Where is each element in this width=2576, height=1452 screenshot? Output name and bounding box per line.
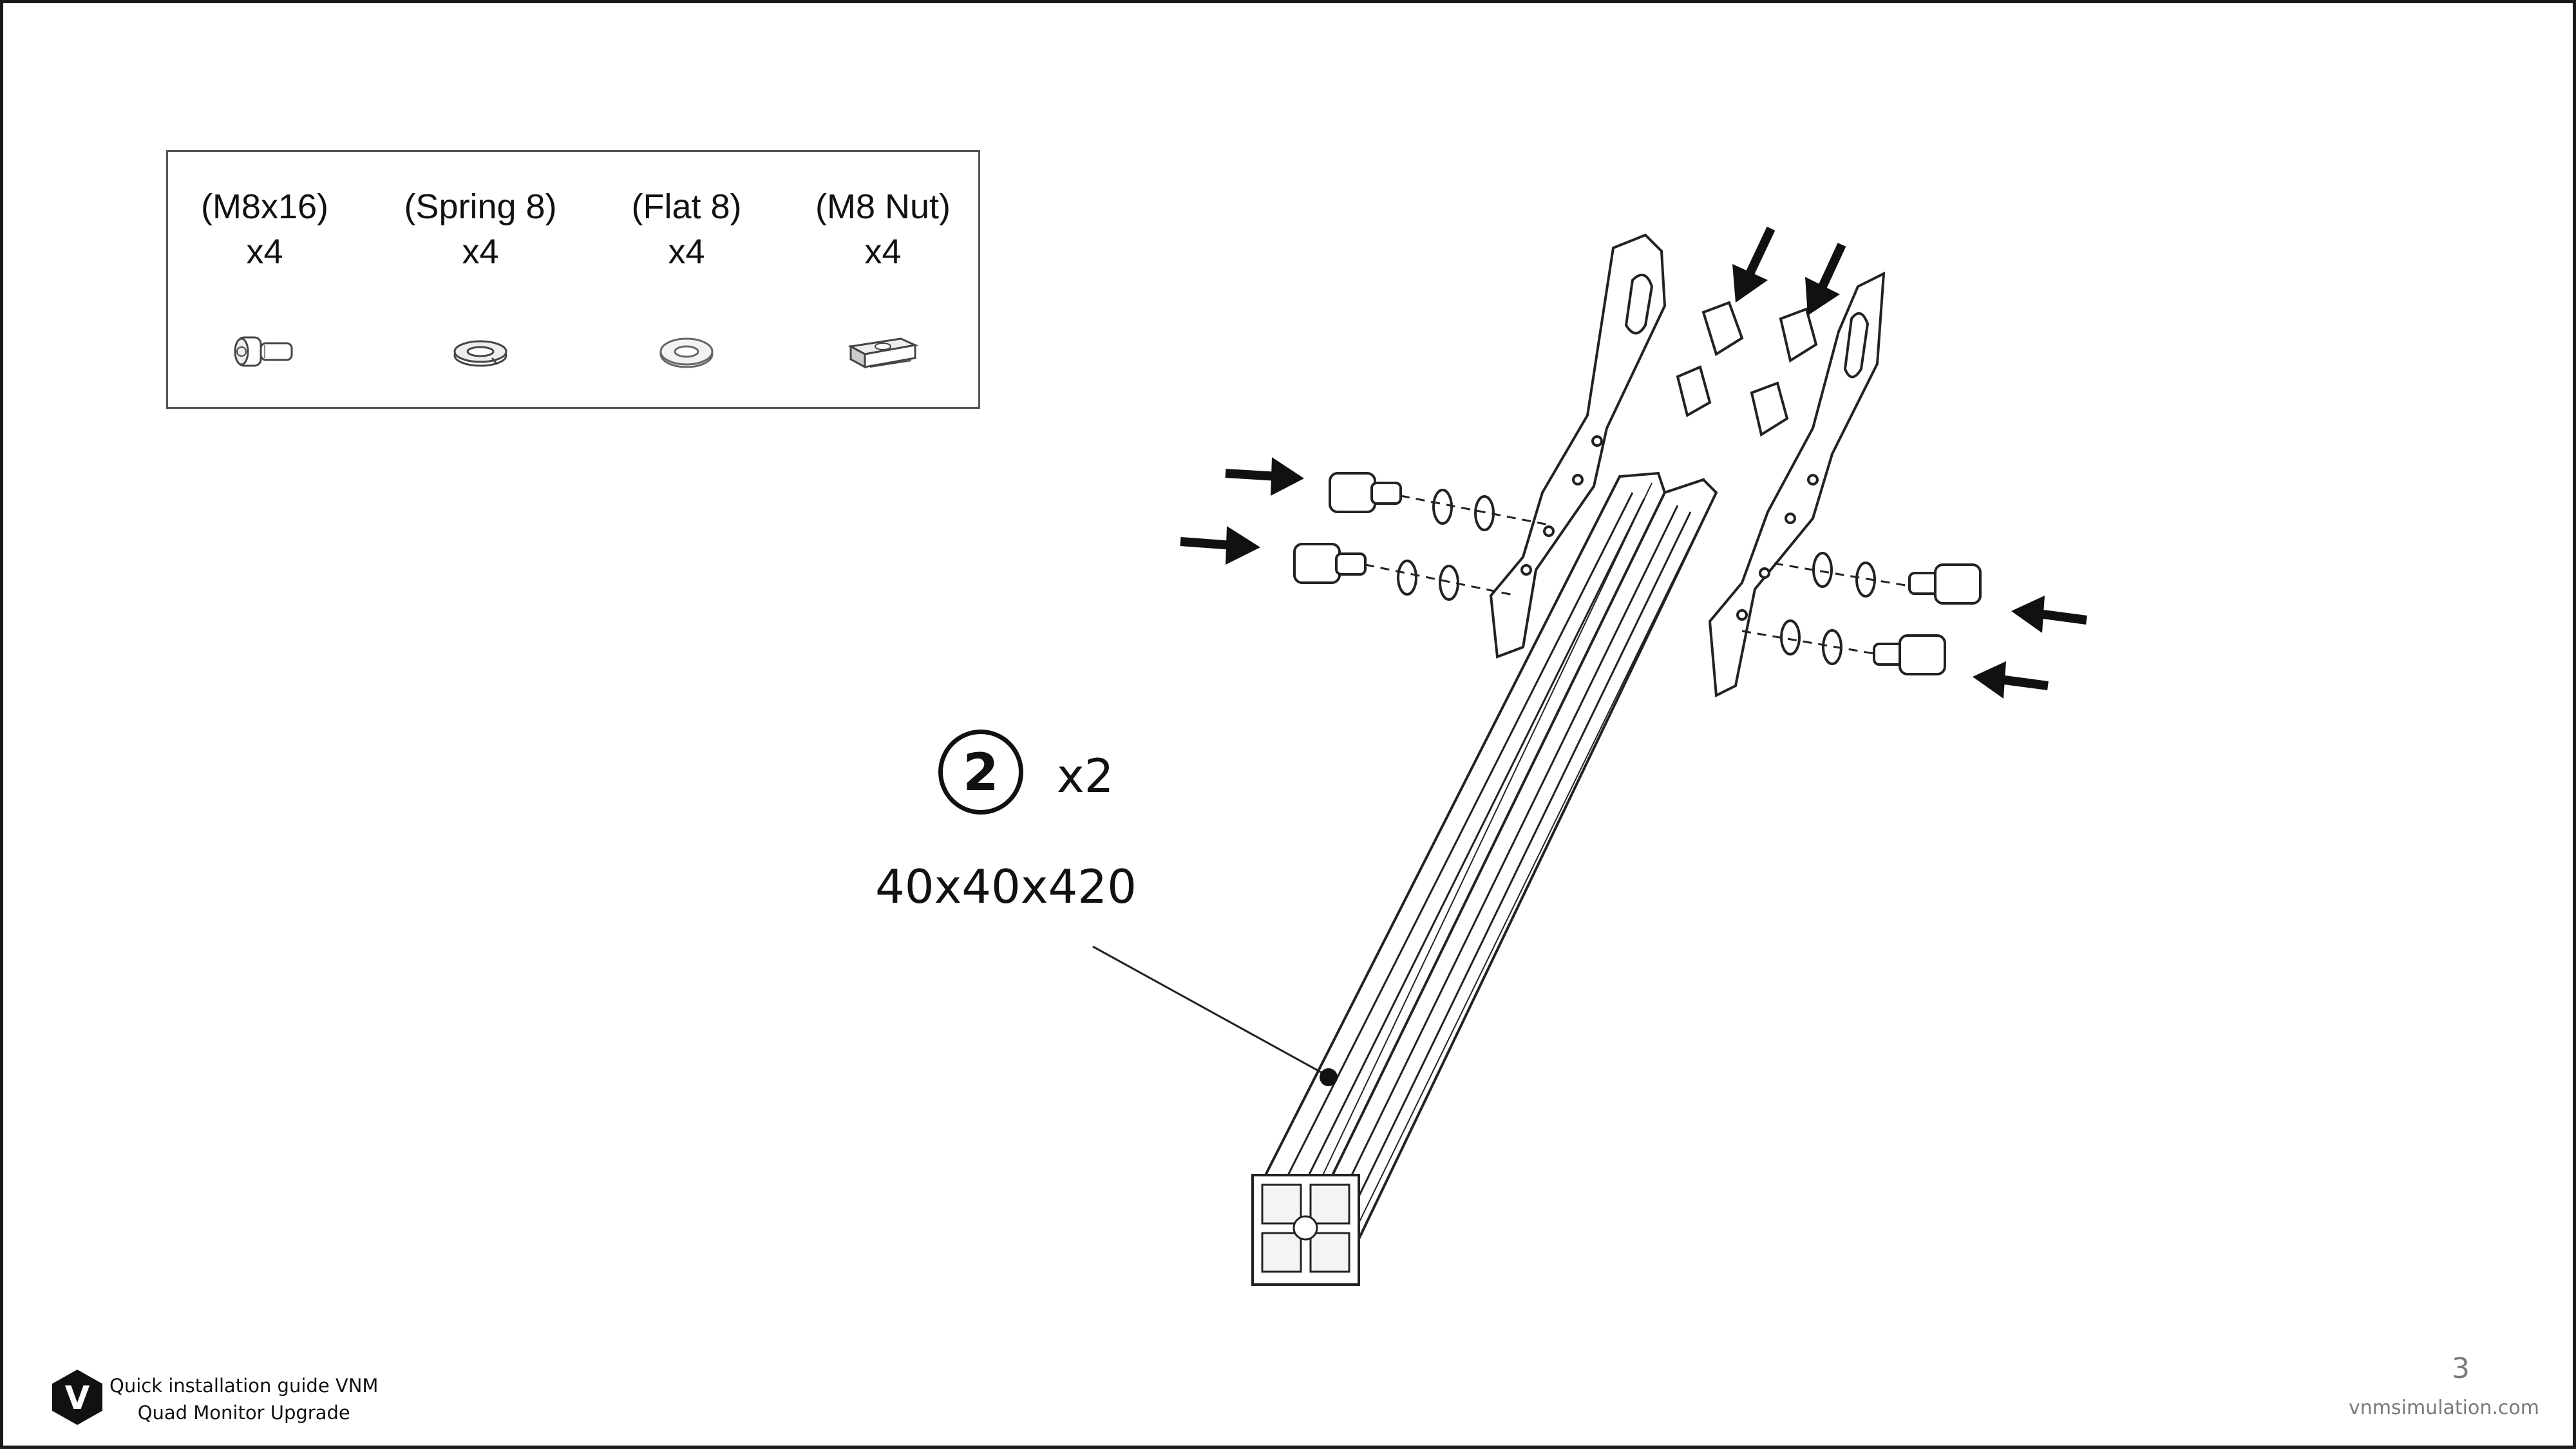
flat-washer-icon bbox=[659, 337, 714, 368]
part-name: (Flat 8) bbox=[631, 187, 742, 226]
footer-guide-title: Quick installation guide VNM Quad Monito… bbox=[109, 1372, 378, 1426]
website-url[interactable]: vnmsimulation.com bbox=[2349, 1397, 2539, 1419]
part-flat-8: (Flat 8) x4 bbox=[596, 184, 777, 368]
aluminium-profile bbox=[1251, 471, 1718, 1286]
t-slot-nuts bbox=[1676, 301, 1818, 437]
left-fasteners bbox=[1293, 472, 1549, 601]
parts-list: (M8x16) x4 (Spring 8) x4 (Flat 8) x4 bbox=[166, 150, 980, 409]
profile-leader-line bbox=[1092, 945, 1338, 1086]
arrow-down-icon bbox=[1805, 243, 1846, 316]
arrow-left-icon bbox=[1973, 661, 2049, 699]
profile-dimension-label: 40x40x420 bbox=[875, 860, 1137, 914]
part-quantity: x4 bbox=[246, 232, 283, 271]
part-quantity: x4 bbox=[668, 232, 705, 271]
arrow-right-icon bbox=[1225, 457, 1304, 496]
part-quantity: x4 bbox=[462, 232, 499, 271]
vnm-logo-icon: V bbox=[52, 1370, 102, 1425]
spring-washer-icon bbox=[453, 340, 507, 367]
arrow-right-icon bbox=[1180, 526, 1260, 565]
part-name: (Spring 8) bbox=[404, 187, 557, 226]
step-number-badge: 2 bbox=[938, 730, 1023, 815]
part-name: (M8 Nut) bbox=[815, 187, 951, 226]
assembly-drawing bbox=[1092, 227, 2087, 1286]
part-quantity: x4 bbox=[864, 232, 902, 271]
part-m8x16: (M8x16) x4 bbox=[175, 184, 355, 367]
part-m8-nut: (M8 Nut) x4 bbox=[793, 184, 973, 369]
socket-cap-screw-icon bbox=[234, 336, 293, 367]
arrow-down-icon bbox=[1732, 227, 1776, 303]
right-bracket-plate bbox=[1708, 271, 1886, 698]
right-fasteners bbox=[1741, 552, 1982, 675]
left-bracket-plate bbox=[1489, 233, 1667, 659]
step-quantity: x2 bbox=[1057, 749, 1114, 803]
arrow-left-icon bbox=[2011, 596, 2087, 633]
part-spring-8: (Spring 8) x4 bbox=[390, 184, 571, 367]
footer-line-1: Quick installation guide VNM bbox=[109, 1375, 379, 1397]
part-name: (M8x16) bbox=[200, 187, 329, 226]
logo-letter: V bbox=[65, 1379, 90, 1417]
footer-line-2: Quad Monitor Upgrade bbox=[137, 1402, 350, 1424]
direction-arrows bbox=[1180, 227, 2087, 699]
page-number: 3 bbox=[2452, 1352, 2470, 1385]
t-slot-nut-icon bbox=[848, 337, 919, 369]
